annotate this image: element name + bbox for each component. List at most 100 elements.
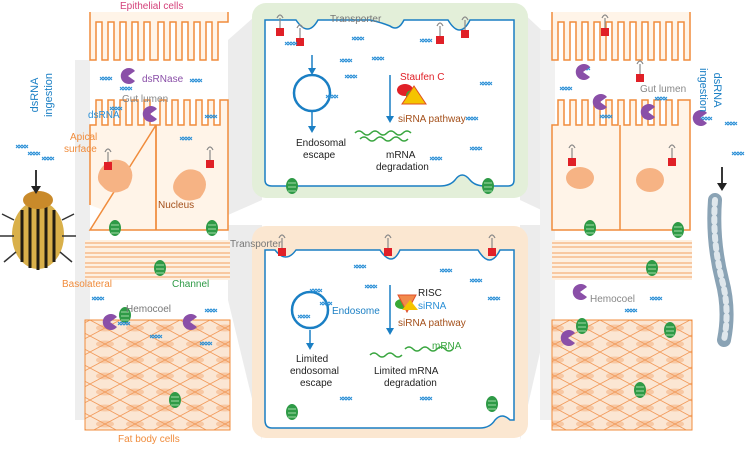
dsrna-strand bbox=[469, 146, 483, 151]
dsrna-strand bbox=[479, 81, 493, 86]
dsrna-strand bbox=[199, 341, 213, 346]
dsrnase-icon bbox=[142, 105, 157, 122]
bottom-panel: Endosome RISC siRNA siRNA pathway mRNA L… bbox=[252, 226, 528, 438]
staufen-label: Staufen C bbox=[400, 72, 444, 83]
dsrna-strand bbox=[339, 58, 353, 63]
right-fat-body bbox=[551, 319, 693, 431]
dsrna-strand bbox=[339, 396, 353, 401]
channel-icon bbox=[109, 220, 121, 236]
transporter-icon bbox=[296, 24, 304, 46]
dsrna-strand bbox=[109, 106, 123, 111]
nucleus-right-b bbox=[636, 168, 664, 192]
gut-lumen-label-left: Gut lumen bbox=[122, 94, 168, 105]
apical-label-2: surface bbox=[64, 144, 97, 155]
dsrna-strand bbox=[371, 56, 385, 61]
dsrna-strand bbox=[487, 296, 501, 301]
nucleus-left-b bbox=[173, 169, 206, 201]
transporter-icon bbox=[601, 14, 609, 36]
right-ingestion-label-1: dsRNA bbox=[711, 73, 723, 109]
channel-icon bbox=[672, 222, 684, 238]
caterpillar-illustration bbox=[707, 193, 734, 347]
dsrna-strand bbox=[189, 78, 203, 83]
nucleus-label: Nucleus bbox=[158, 200, 194, 211]
dsrna-strand bbox=[419, 38, 433, 43]
dsrna-strand bbox=[297, 314, 311, 319]
transporter-icon bbox=[206, 146, 214, 168]
channel-icon bbox=[154, 260, 166, 276]
nucleus-right-a bbox=[566, 167, 594, 189]
top-mrna-label-1: mRNA bbox=[386, 150, 416, 161]
dsrna-strand bbox=[699, 116, 713, 121]
dsrna-strand bbox=[731, 151, 745, 156]
left-ingestion-label-2: ingestion bbox=[43, 73, 55, 117]
right-epithelium bbox=[551, 12, 693, 431]
channel-icon bbox=[119, 307, 131, 323]
channel-icon bbox=[206, 220, 218, 236]
dsrnase-icon bbox=[575, 64, 590, 80]
dsrna-strand bbox=[724, 121, 738, 126]
gut-lumen-label-right: Gut lumen bbox=[640, 84, 686, 95]
dsrna-strand bbox=[469, 278, 483, 283]
beetle-illustration bbox=[0, 191, 76, 270]
channel-icon bbox=[482, 178, 494, 194]
apical-label-1: Apical bbox=[70, 132, 97, 143]
channel-icon bbox=[576, 318, 588, 334]
limited-mrna-label-1: Limited mRNA bbox=[374, 366, 439, 377]
endosome-label: Endosome bbox=[332, 306, 380, 317]
dsrna-strand bbox=[309, 288, 323, 293]
channel-icon bbox=[664, 322, 676, 338]
dsrna-strand bbox=[149, 334, 163, 339]
limited-mrna-label-2: degradation bbox=[384, 378, 437, 389]
dsrna-strand bbox=[599, 114, 613, 119]
dsrna-strand bbox=[351, 36, 365, 41]
transporter-icon bbox=[276, 14, 284, 36]
dsrnase-icon bbox=[560, 330, 575, 346]
dsrna-group bbox=[15, 36, 745, 401]
epithelial-label: Epithelial cells bbox=[120, 1, 183, 12]
transporter-icon bbox=[488, 234, 496, 256]
dsrna-strand bbox=[429, 156, 443, 161]
risc-label: RISC bbox=[418, 288, 442, 299]
top-endosomal-label-1: Endosomal bbox=[296, 138, 346, 149]
bottom-sirna-pathway-label: siRNA pathway bbox=[398, 318, 466, 329]
dsrna-strand bbox=[439, 268, 453, 273]
right-ingestion-label-2: ingestion bbox=[697, 68, 709, 112]
dsrna-strand bbox=[27, 151, 41, 156]
bottom-membrane bbox=[264, 249, 515, 429]
transporter-icon bbox=[436, 22, 444, 44]
bottom-mrna-label: mRNA bbox=[432, 341, 462, 352]
transporter-icon bbox=[278, 234, 286, 256]
dsrna-strand bbox=[654, 96, 668, 101]
channel-icon bbox=[584, 220, 596, 236]
channel-group bbox=[109, 178, 684, 420]
dsrnase-icon bbox=[640, 103, 655, 120]
transporter-icon bbox=[668, 144, 676, 166]
dsrna-strand bbox=[419, 396, 433, 401]
dsrna-strand bbox=[325, 94, 339, 99]
dsrna-strand bbox=[649, 296, 663, 301]
dsrna-strand bbox=[99, 76, 113, 81]
dsrnase-icon bbox=[592, 93, 607, 110]
fat-body-tissue bbox=[84, 319, 231, 431]
dsrnase-icon bbox=[182, 314, 197, 330]
channel-icon bbox=[286, 178, 298, 194]
channel-icon bbox=[286, 404, 298, 420]
left-epithelium bbox=[84, 12, 231, 431]
transporter-group bbox=[104, 14, 676, 256]
dsrna-strand bbox=[364, 284, 378, 289]
dsrna-strand bbox=[319, 301, 333, 306]
dsrna-strand bbox=[15, 144, 29, 149]
channel-icon bbox=[486, 396, 498, 412]
dsrna-strand bbox=[344, 74, 358, 79]
dsrnase-icon bbox=[120, 67, 135, 84]
dsrnase-icon bbox=[572, 284, 587, 300]
bottom-mrna bbox=[404, 346, 454, 352]
dsrnase-icon bbox=[692, 109, 707, 126]
dsrna-strand bbox=[117, 321, 131, 326]
transporter-icon bbox=[568, 144, 576, 166]
top-mrna bbox=[354, 130, 412, 136]
transporter-icon bbox=[104, 148, 112, 170]
left-ingestion-label-1: dsRNA bbox=[29, 77, 41, 113]
